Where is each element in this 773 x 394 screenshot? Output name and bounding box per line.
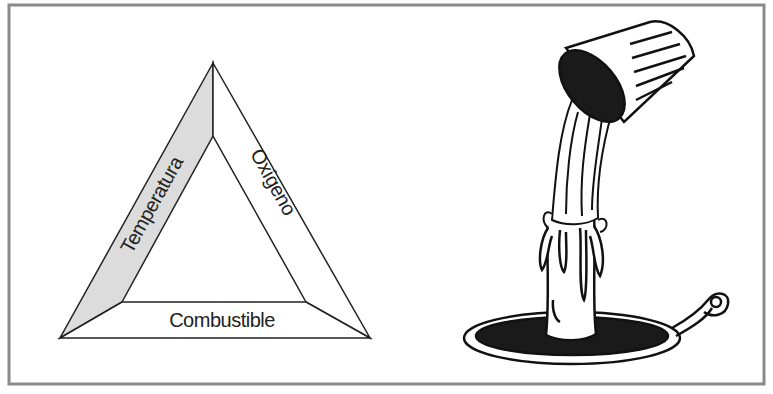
temperature-band: Temperatura xyxy=(60,63,213,338)
frame-border xyxy=(9,5,764,384)
band-shape xyxy=(60,302,370,338)
band-outline xyxy=(60,63,213,338)
candle xyxy=(540,215,603,340)
band-label: Combustible xyxy=(169,309,275,332)
band-shape xyxy=(213,63,370,338)
fuel-band: Combustible xyxy=(60,302,370,338)
cup xyxy=(547,21,694,133)
band-shape xyxy=(60,63,213,338)
oxygen-band: Oxígeno xyxy=(213,63,370,338)
